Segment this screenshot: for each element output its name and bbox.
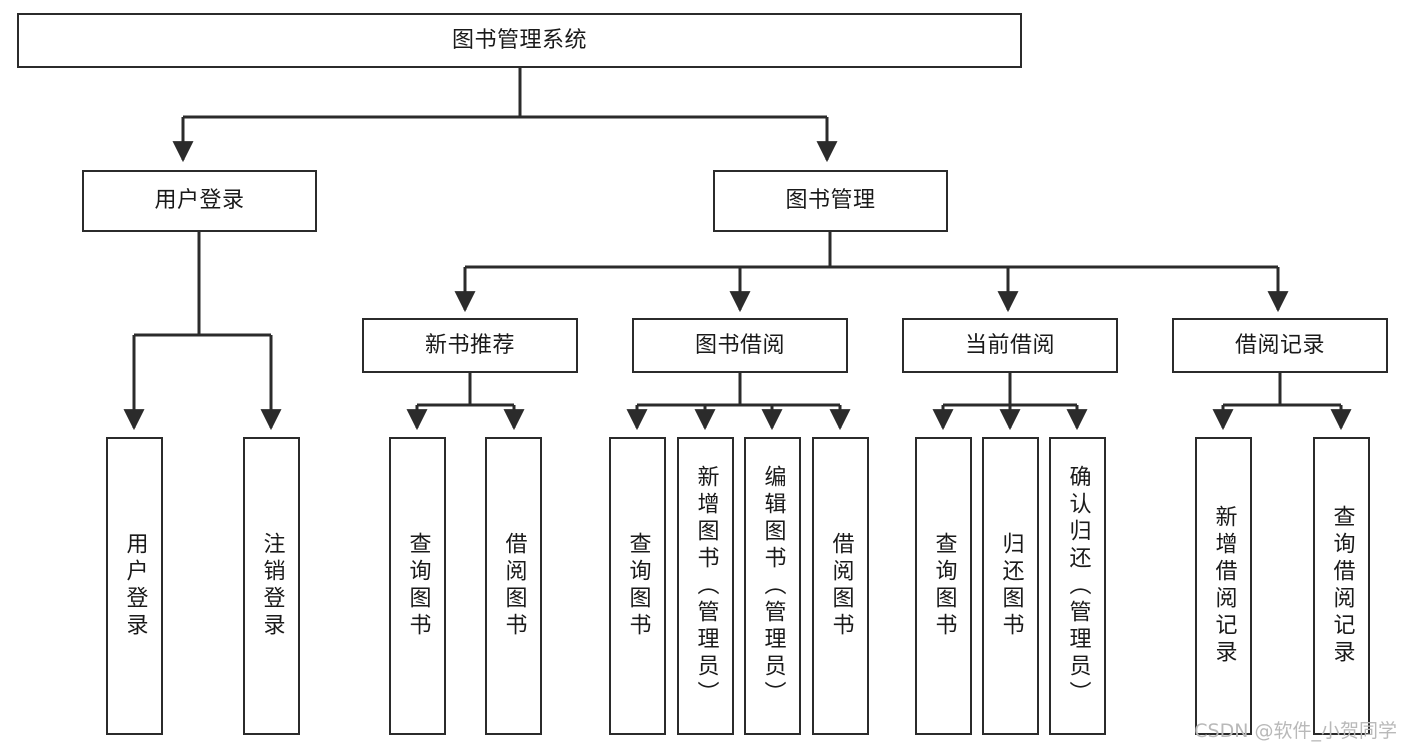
node-level2-user-login[interactable]: 用户登录 [82, 170, 317, 232]
node-leaf-logout[interactable]: 注销登录 [243, 437, 300, 735]
node-leaf-query-book-newbook-label: 查询图书 [405, 532, 431, 640]
node-level2-book-management-label: 图书管理 [785, 188, 876, 214]
node-level3-book-borrow-label: 图书借阅 [694, 332, 785, 358]
node-level3-current-borrow[interactable]: 当前借阅 [902, 318, 1118, 373]
node-leaf-borrow-book[interactable]: 借阅图书 [812, 437, 869, 735]
node-leaf-borrow-book-newbook[interactable]: 借阅图书 [485, 437, 542, 735]
node-leaf-query-book-borrow[interactable]: 查询图书 [609, 437, 666, 735]
node-leaf-edit-book-admin[interactable]: 编辑图书（管理员） [744, 437, 801, 735]
node-leaf-return-book[interactable]: 归还图书 [982, 437, 1039, 735]
node-root-label: 图书管理系统 [451, 27, 587, 53]
node-level3-new-book-recommend[interactable]: 新书推荐 [362, 318, 578, 373]
node-leaf-add-borrow-record[interactable]: 新增借阅记录 [1195, 437, 1252, 735]
node-leaf-query-borrow-record[interactable]: 查询借阅记录 [1313, 437, 1370, 735]
node-leaf-confirm-return-admin[interactable]: 确认归还（管理员） [1049, 437, 1106, 735]
node-leaf-confirm-return-admin-label: 确认归还（管理员） [1065, 464, 1091, 708]
node-level2-user-login-label: 用户登录 [154, 188, 245, 214]
node-leaf-add-book-admin-label: 新增图书（管理员） [693, 464, 719, 708]
node-leaf-query-book-borrow-label: 查询图书 [625, 532, 651, 640]
node-leaf-borrow-book-newbook-label: 借阅图书 [501, 532, 527, 640]
node-leaf-add-borrow-record-label: 新增借阅记录 [1211, 505, 1237, 667]
node-level3-book-borrow[interactable]: 图书借阅 [632, 318, 848, 373]
node-level3-current-borrow-label: 当前借阅 [964, 332, 1055, 358]
node-level2-book-management[interactable]: 图书管理 [713, 170, 948, 232]
node-leaf-query-book-newbook[interactable]: 查询图书 [389, 437, 446, 735]
node-leaf-query-book-current[interactable]: 查询图书 [915, 437, 972, 735]
node-leaf-edit-book-admin-label: 编辑图书（管理员） [760, 464, 786, 708]
node-leaf-user-login-label: 用户登录 [122, 532, 148, 640]
node-leaf-query-borrow-record-label: 查询借阅记录 [1329, 505, 1355, 667]
node-leaf-user-login[interactable]: 用户登录 [106, 437, 163, 735]
node-leaf-borrow-book-label: 借阅图书 [828, 532, 854, 640]
node-level3-new-book-recommend-label: 新书推荐 [424, 332, 515, 358]
node-leaf-logout-label: 注销登录 [259, 532, 285, 640]
node-root[interactable]: 图书管理系统 [17, 13, 1022, 68]
node-leaf-add-book-admin[interactable]: 新增图书（管理员） [677, 437, 734, 735]
node-level3-borrow-records-label: 借阅记录 [1234, 332, 1325, 358]
node-leaf-return-book-label: 归还图书 [998, 532, 1024, 640]
node-level3-borrow-records[interactable]: 借阅记录 [1172, 318, 1388, 373]
node-leaf-query-book-current-label: 查询图书 [931, 532, 957, 640]
